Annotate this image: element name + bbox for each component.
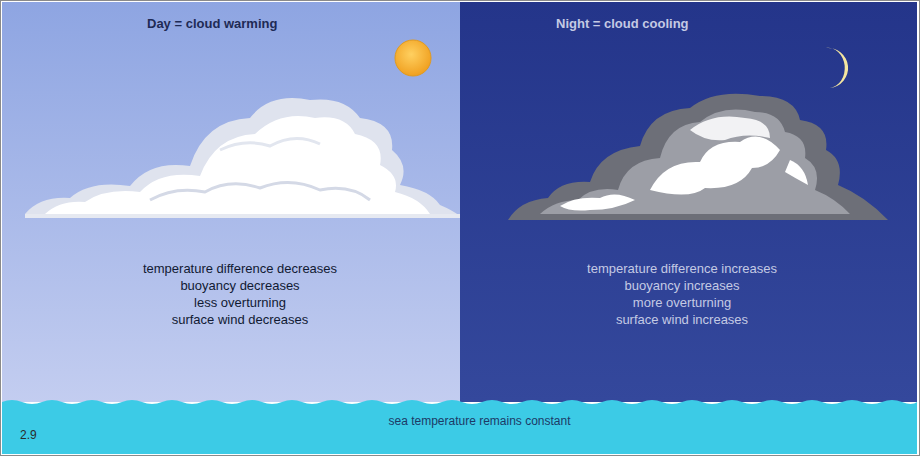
effect-line: buoyancy decreases — [143, 277, 337, 294]
effect-line: surface wind increases — [587, 311, 777, 328]
effect-line: temperature difference decreases — [143, 260, 337, 277]
day-sky — [2, 2, 460, 402]
panel-heading: Night = cloud cooling — [556, 16, 689, 31]
sea-text: sea temperature remains constant — [388, 414, 570, 428]
panel-heading: Day = cloud warming — [147, 16, 277, 31]
night-cloud — [508, 94, 888, 220]
sea-band — [2, 400, 917, 454]
effect-line: more overturning — [587, 294, 777, 311]
night-panel: Night = cloud cooling temperature differe… — [460, 2, 917, 402]
frame — [1, 1, 920, 456]
night-sky — [460, 2, 917, 402]
effect-list: temperature difference increasesbuoyancy… — [587, 260, 777, 328]
figure-number: 2.9 — [20, 428, 37, 442]
effect-line: temperature difference increases — [587, 260, 777, 277]
day-cloud — [25, 98, 460, 218]
effect-line: buoyancy increases — [587, 277, 777, 294]
effect-list: temperature difference decreasesbuoyancy… — [143, 260, 337, 328]
effect-line: less overturning — [143, 294, 337, 311]
day-panel: Day = cloud warming temperature differenc… — [2, 2, 460, 402]
effect-line: surface wind decreases — [143, 311, 337, 328]
sun — [395, 40, 431, 76]
moon — [826, 48, 848, 88]
sea-band: sea temperature remains constant — [2, 402, 917, 454]
